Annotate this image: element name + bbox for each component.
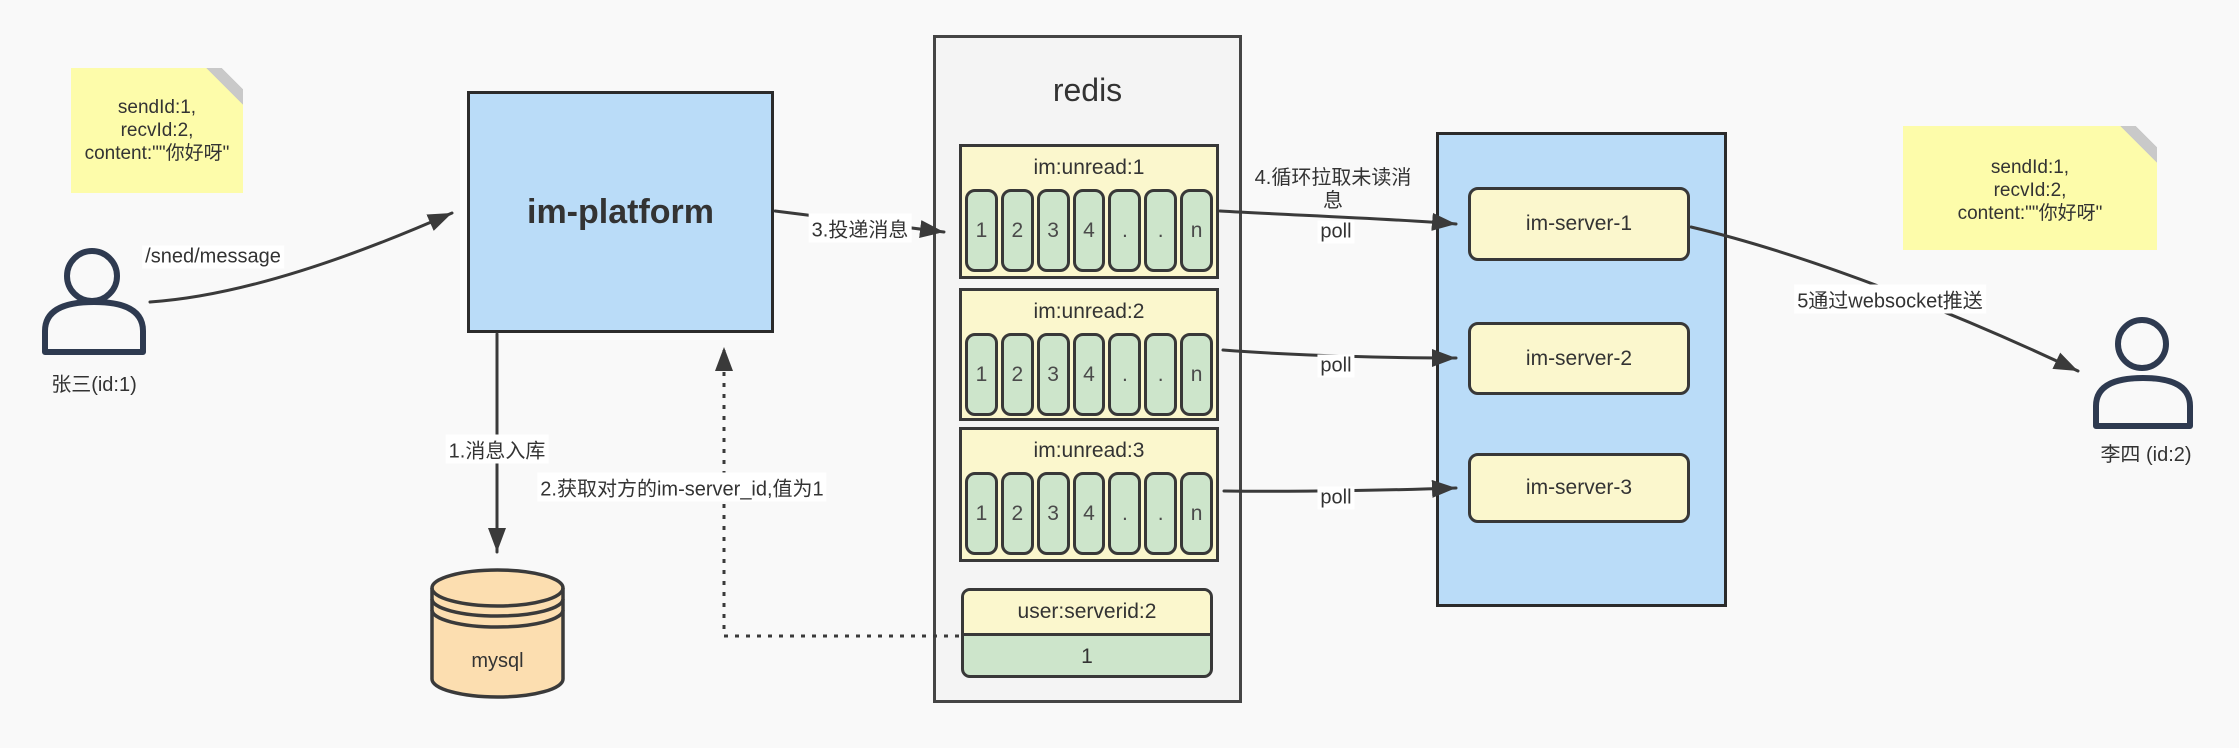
edge-label-step4: 4.循环拉取未读消息 xyxy=(1254,167,1412,212)
kv-value: 1 xyxy=(1081,645,1093,668)
queue-header: im:unread:3 xyxy=(1033,439,1145,462)
sticky-note-line: content:""你好呀" xyxy=(1957,203,2103,224)
queue-cell: . xyxy=(1144,333,1178,416)
receiver-user-icon xyxy=(2093,317,2193,429)
queue-im-unread-2: im:unread:2 1 2 3 4 . . n xyxy=(959,288,1219,421)
im-server-3-label: im-server-3 xyxy=(1525,476,1633,499)
queue-cell: n xyxy=(1180,472,1214,555)
queue-cell: . xyxy=(1108,472,1142,555)
edge-label-poll-1: poll xyxy=(1317,220,1355,244)
queue-cell: 1 xyxy=(965,189,998,272)
edge-label-send: /sned/message xyxy=(142,245,284,269)
queue-cell: . xyxy=(1144,189,1178,272)
queue-header: im:unread:1 xyxy=(1033,156,1145,179)
queue-im-unread-1: im:unread:1 1 2 3 4 . . n xyxy=(959,144,1219,279)
edge-label-step1: 1.消息入库 xyxy=(445,434,549,464)
sticky-note-line: sendId:1, xyxy=(117,97,197,118)
queue-cells: 1 2 3 4 . . n xyxy=(962,472,1216,559)
im-server-1-box: im-server-1 xyxy=(1468,187,1690,261)
sticky-note-line: recvId:2, xyxy=(1993,180,2067,201)
queue-cell: . xyxy=(1108,333,1142,416)
im-server-1-label: im-server-1 xyxy=(1525,212,1633,235)
queue-cell: 4 xyxy=(1072,333,1106,416)
queue-cells: 1 2 3 4 . . n xyxy=(962,189,1216,276)
sender-label: 张三(id:1) xyxy=(51,374,137,396)
queue-cell: 3 xyxy=(1036,189,1070,272)
queue-cell: 3 xyxy=(1036,472,1070,555)
im-server-2-box: im-server-2 xyxy=(1468,322,1690,395)
sticky-note-left: sendId:1, recvId:2, content:""你好呀" xyxy=(71,68,243,193)
im-server-3-box: im-server-3 xyxy=(1468,453,1690,523)
sticky-note-line: content:""你好呀" xyxy=(84,143,230,164)
sticky-note-line: recvId:2, xyxy=(120,120,194,141)
im-server-2-label: im-server-2 xyxy=(1525,346,1633,370)
sticky-note-right: sendId:1, recvId:2, content:""你好呀" xyxy=(1903,126,2157,250)
queue-cell: 1 xyxy=(965,472,998,555)
kv-key: user:serverid:2 xyxy=(964,591,1210,636)
queue-cell: 4 xyxy=(1072,472,1106,555)
queue-im-unread-3: im:unread:3 1 2 3 4 . . n xyxy=(959,427,1219,562)
sticky-note-line: sendId:1, xyxy=(1990,157,2070,178)
receiver-label: 李四 (id:2) xyxy=(2100,444,2192,466)
edge-label-poll-2: poll xyxy=(1317,354,1355,378)
queue-cell: 2 xyxy=(1000,333,1034,416)
sender-user-icon xyxy=(42,248,146,355)
queue-cell: . xyxy=(1144,472,1178,555)
edge-label-step3: 3.投递消息 xyxy=(808,213,912,243)
queue-cell: 2 xyxy=(1000,189,1034,272)
mysql-database-icon xyxy=(430,568,565,699)
kv-user-serverid: user:serverid:2 1 xyxy=(961,588,1213,678)
edge-label-step2: 2.获取对方的im-server_id,值为1 xyxy=(537,472,827,502)
queue-cell: 2 xyxy=(1000,472,1034,555)
queue-cell: 3 xyxy=(1036,333,1070,416)
queue-cell: n xyxy=(1180,189,1214,272)
queue-cells: 1 2 3 4 . . n xyxy=(962,333,1216,420)
queue-header: im:unread:2 xyxy=(1033,300,1145,323)
queue-cell: . xyxy=(1108,189,1142,272)
edge-label-step5: 5通过websocket推送 xyxy=(1794,284,1986,314)
queue-cell: 1 xyxy=(965,333,998,416)
queue-cell: 4 xyxy=(1072,189,1106,272)
mysql-label: mysql xyxy=(471,650,524,672)
redis-title: redis xyxy=(1052,72,1123,108)
queue-cell: n xyxy=(1180,333,1214,416)
edge-label-poll-3: poll xyxy=(1317,486,1355,510)
im-platform-box: im-platform xyxy=(467,91,774,333)
im-platform-label: im-platform xyxy=(527,192,714,231)
